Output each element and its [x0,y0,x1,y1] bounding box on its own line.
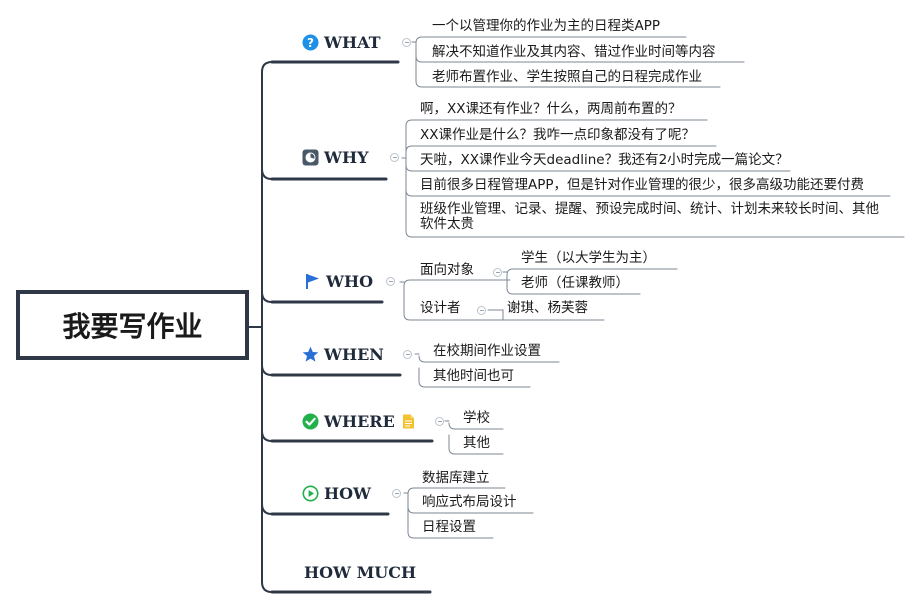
when-item-2[interactable]: 其他时间也可 [433,368,514,384]
leaf-underline [506,268,678,276]
branch-when[interactable]: WHEN [302,345,384,364]
branch-curve [261,168,273,180]
leaf-underline [415,55,745,63]
collapse-where-toggle[interactable] [435,417,444,426]
collapse-what-toggle[interactable] [402,38,411,47]
leaf-underline [448,422,504,430]
branch-how-label: HOW [324,484,372,503]
who-group-designer[interactable]: 设计者 [420,300,461,316]
collapse-why-toggle[interactable] [390,153,399,162]
collapse-designer-toggle[interactable] [477,306,486,315]
who-group-audience[interactable]: 面向对象 [420,262,474,278]
svg-text:?: ? [307,36,314,50]
branch-where[interactable]: WHERE [302,412,417,431]
leaf-underline [407,487,506,495]
how-item-1[interactable]: 数据库建立 [422,470,490,486]
audience-item-2[interactable]: 老师（任课教师） [521,275,629,291]
why-item-5[interactable]: 班级作业管理、记录、提醒、预设完成时间、统计、计划未来较长时间、其他软件太贵 [420,201,879,232]
why-item-3[interactable]: 天啦，XX课作业今天deadline？我还有2小时完成一篇论文？ [420,152,789,168]
leaf-underline [405,189,891,197]
leaf-underline [418,380,531,388]
branch-how[interactable]: HOW [302,484,371,503]
where-item-2[interactable]: 其他 [463,435,490,451]
leaf-underline [407,531,494,539]
why-item-4[interactable]: 目前很多日程管理APP，但是针对作业管理的很少，很多高级功能还要付费 [420,177,865,193]
branch-curve [261,430,273,442]
leaf-underline [415,36,687,44]
branch-what[interactable]: ? WHAT [302,33,381,52]
leaf-underline [405,230,905,238]
leaf-underline [405,145,717,153]
why-item-1[interactable]: 啊，XX课还有作业？什么，两周前布置的？ [420,101,682,117]
designer-item-1[interactable]: 谢琪、杨芙蓉 [507,300,588,316]
audience-item-1[interactable]: 学生（以大学生为主） [521,250,656,266]
leaf-underline [418,355,560,363]
branch-who-label: WHO [326,272,374,291]
leaf-underline [506,287,641,295]
why-item-2[interactable]: XX课作业是什么？我咋一点印象都没有了呢？ [420,127,695,143]
branch-where-label: WHERE [324,412,395,431]
leaf-underline [403,279,511,287]
note-icon[interactable] [400,413,417,430]
what-item-1[interactable]: 一个以管理你的作业为主的日程类APP [432,18,661,34]
leaf-underline [415,80,721,88]
question-mark-icon: ? [302,34,319,51]
check-circle-icon [302,413,319,430]
trunk-line [261,61,273,593]
branch-how-much[interactable]: HOW MUCH [304,563,416,582]
play-circle-icon [302,485,319,502]
what-item-3[interactable]: 老师布置作业、学生按照自己的日程完成作业 [432,69,702,85]
root-node[interactable]: 我要写作业 [16,290,249,360]
what-item-2[interactable]: 解决不知道作业及其内容、错过作业时间等内容 [432,44,716,60]
flag-icon [304,273,321,290]
leaf-underline [448,447,504,455]
leaf-underline [405,164,791,172]
branch-who[interactable]: WHO [304,272,373,291]
collapse-when-toggle[interactable] [403,350,412,359]
where-item-1[interactable]: 学校 [463,410,490,426]
when-item-1[interactable]: 在校期间作业设置 [433,343,541,359]
collapse-who-toggle[interactable] [386,277,395,286]
collapse-how-toggle[interactable] [392,489,401,498]
branch-curve [261,291,273,303]
root-label: 我要写作业 [62,310,203,343]
collapse-audience-toggle[interactable] [493,268,502,277]
branch-when-label: WHEN [324,345,384,364]
leaf-underline [407,506,534,514]
branch-why[interactable]: WHY [302,148,369,167]
branch-curve [261,364,273,376]
star-icon [302,346,319,363]
designer-underline [487,309,605,321]
leaf-underline [403,313,506,321]
how-item-2[interactable]: 响应式布局设计 [422,494,517,510]
how-item-3[interactable]: 日程设置 [422,519,476,535]
branch-what-label: WHAT [324,33,381,52]
branch-how-much-label: HOW MUCH [304,563,417,582]
branch-why-label: WHY [324,148,369,167]
leaf-underline [405,119,708,127]
clock-icon [302,149,319,166]
branch-curve [261,503,273,515]
